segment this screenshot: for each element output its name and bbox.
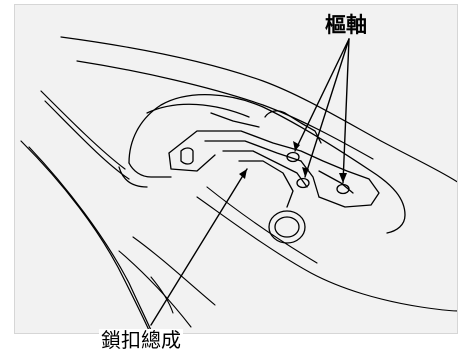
arrowhead-1 (293, 141, 300, 151)
lower-panel-lines (118, 186, 457, 328)
arrowhead-latch (239, 169, 247, 179)
latch-line-art (20, 36, 457, 333)
latch-panel (118, 93, 406, 234)
latch-leader-line (150, 168, 248, 326)
arrowhead-3 (339, 173, 347, 183)
round-hole (268, 210, 306, 244)
hinge-pin-2 (296, 177, 310, 189)
diagram-frame (14, 4, 458, 334)
hinge-pins (286, 151, 350, 195)
hinge-leader-lines (293, 38, 350, 184)
arrowhead-2 (302, 167, 309, 177)
latch-bracket (168, 110, 380, 208)
hinge-pin-1 (286, 151, 300, 163)
hinge-pin-3 (336, 183, 350, 195)
latch-assembly-callout-label: 鎖扣總成 (99, 328, 183, 352)
hinge-pin-callout-label: 樞軸 (322, 14, 370, 37)
hood-contour-lines (20, 36, 457, 333)
